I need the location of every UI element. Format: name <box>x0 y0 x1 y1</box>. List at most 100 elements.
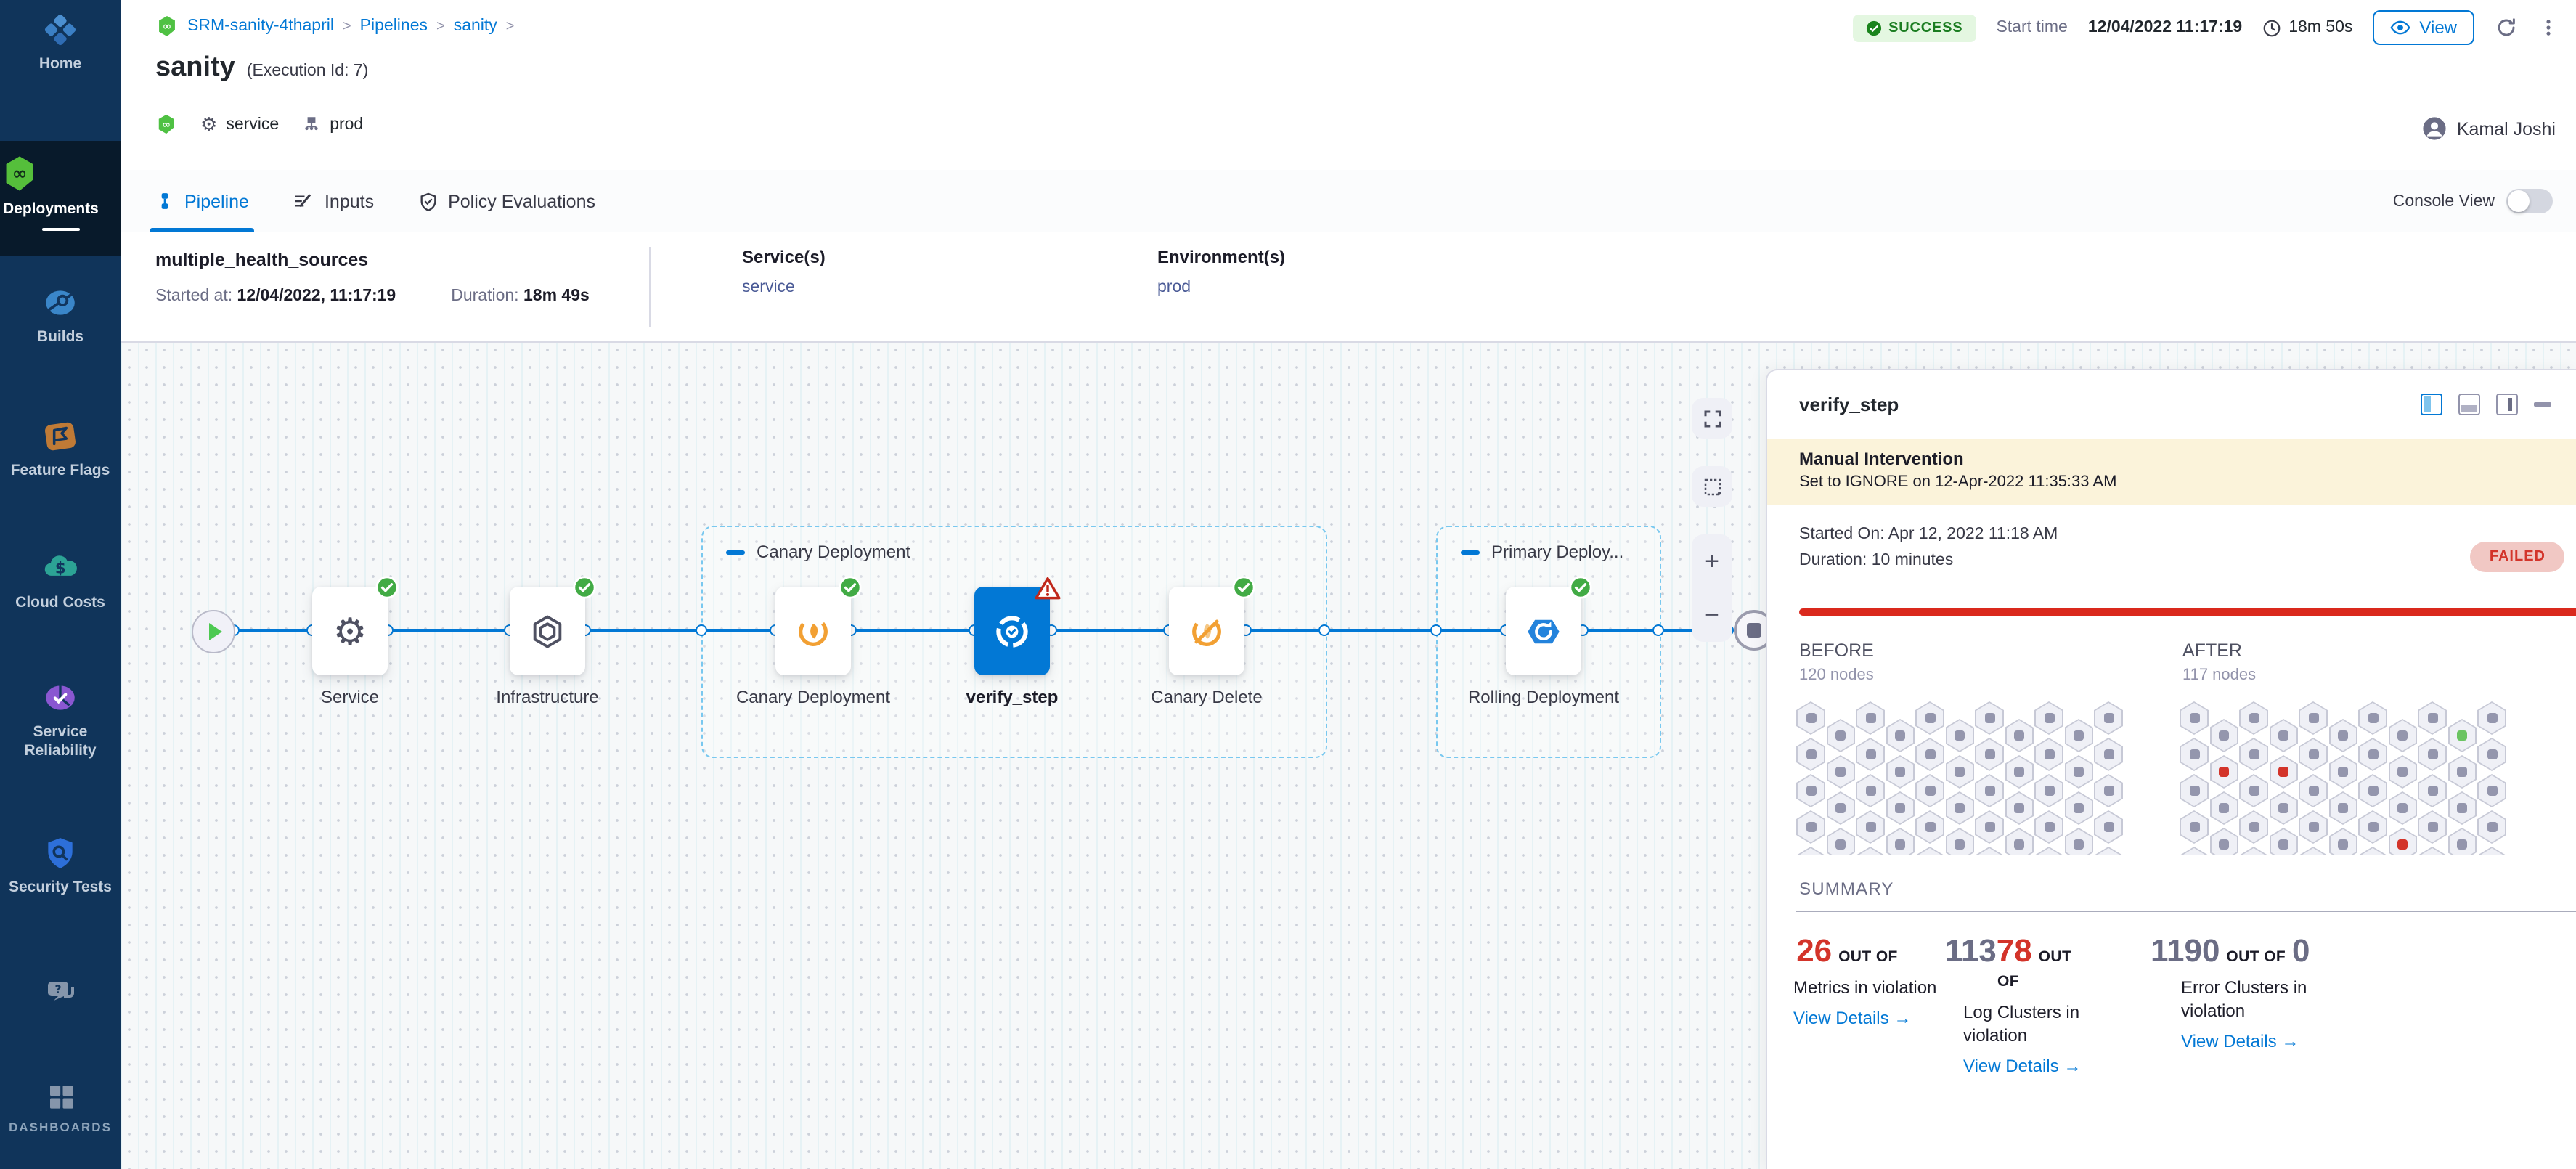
sidebar-item-label: Feature Flags <box>10 462 110 479</box>
node-verify-step[interactable]: verify_step <box>966 577 1061 707</box>
avatar <box>2422 116 2447 141</box>
zoom-out-button[interactable]: − <box>1705 600 1719 628</box>
breadcrumb-pipeline-name[interactable]: sanity <box>453 17 497 35</box>
banner-title: Manual Intervention <box>1799 449 1964 469</box>
environment-tag-label: prod <box>330 115 364 133</box>
infrastructure-icon <box>533 614 562 648</box>
sidebar-item-label: Builds <box>36 328 84 346</box>
breadcrumb-separator: > <box>342 18 351 34</box>
node-rolling-deployment[interactable]: Rolling Deployment <box>1468 576 1619 707</box>
minimize-icon[interactable] <box>2534 402 2551 407</box>
layout-split-view-icon[interactable] <box>2421 394 2442 415</box>
success-badge-icon <box>1568 575 1593 600</box>
selection-box-icon <box>1703 478 1721 495</box>
sidebar-item-label: Security Tests <box>8 879 112 896</box>
tab-policy-evaluations[interactable]: Policy Evaluations <box>417 170 595 232</box>
sidebar-item-dashboards[interactable]: DASHBOARDS <box>0 1082 121 1134</box>
elapsed-time-label: 18m 50s <box>2288 19 2353 36</box>
marquee-select-button[interactable] <box>1692 466 1732 507</box>
arrow-icon: → <box>2281 1031 2299 1051</box>
sidebar-item-home[interactable]: Home <box>0 12 121 74</box>
log-clusters-card-label: Log Clusters in violation <box>1963 1002 2080 1046</box>
sidebar-item-service-reliability[interactable]: Service Reliability <box>0 680 121 761</box>
breadcrumb-pipelines[interactable]: Pipelines <box>359 17 428 35</box>
refresh-icon[interactable] <box>2495 16 2518 39</box>
service-tag[interactable]: ⚙ service <box>200 115 279 134</box>
tab-policy-label: Policy Evaluations <box>448 191 595 211</box>
sidebar-nav: Home ∞ Deployments Builds Feature Flags … <box>0 0 121 1169</box>
duration-value: 18m 49s <box>523 288 590 305</box>
sidebar-item-cloud-costs[interactable]: $ Cloud Costs <box>0 549 121 613</box>
layout-right-view-icon[interactable] <box>2496 394 2518 415</box>
console-view-label: Console View <box>2392 192 2495 210</box>
breadcrumb-project[interactable]: SRM-sanity-4thapril <box>187 17 334 35</box>
tab-inputs-label: Inputs <box>324 191 375 211</box>
log-clusters-violation-count: 78 <box>1996 932 2032 969</box>
environment-link[interactable]: prod <box>1157 279 1191 296</box>
sidebar-item-deployments[interactable]: ∞ Deployments <box>0 141 121 256</box>
builds-icon <box>0 285 121 321</box>
gear-icon: ⚙ <box>200 113 218 135</box>
metrics-violation-count: 26 <box>1796 932 1833 969</box>
sidebar-item-builds[interactable]: Builds <box>0 285 121 347</box>
log-clusters-view-details-link[interactable]: View Details → <box>1963 1056 2082 1076</box>
node-canary-delete[interactable]: Canary Delete <box>1151 576 1263 707</box>
error-clusters-count: 1190 <box>2151 932 2220 969</box>
node-service[interactable]: ⚙ Service <box>312 576 399 707</box>
out-of-label: OUT OF <box>1838 948 1898 966</box>
collapse-group-icon[interactable] <box>1461 550 1480 554</box>
stage-name: multiple_health_sources <box>155 250 369 270</box>
step-meta: Started On: Apr 12, 2022 11:18 AM Durati… <box>1799 521 2058 574</box>
pipeline-canvas[interactable]: Canary Deployment Primary Deploy... ⚙ Se… <box>121 341 2576 1169</box>
node-label: Canary Deployment <box>735 687 891 707</box>
sidebar-item-label: Service Reliability <box>24 723 97 759</box>
service-tag-label: service <box>226 115 280 133</box>
sidebar-item-feature-flags[interactable]: Feature Flags <box>0 418 121 481</box>
metrics-card-label: Metrics in violation <box>1793 977 1937 998</box>
group-label: Canary Deployment <box>726 542 910 562</box>
out-of-label: OUT OF <box>2226 948 2286 966</box>
user-name: Kamal Joshi <box>2456 118 2556 139</box>
log-clusters-summary-card: 11378 OUT OF Log Clusters in violation V… <box>1937 932 2126 1076</box>
failure-progress-bar <box>1799 608 2576 616</box>
failed-badge: FAILED <box>2470 542 2564 572</box>
start-node[interactable] <box>192 610 235 653</box>
stop-icon <box>1747 623 1761 638</box>
after-node-grid <box>2180 701 2516 855</box>
environment-icon <box>302 115 321 134</box>
manual-intervention-banner: Manual Intervention Set to IGNORE on 12-… <box>1767 439 2576 505</box>
node-infrastructure[interactable]: Infrastructure <box>496 576 599 707</box>
success-badge-icon <box>1231 575 1256 600</box>
sidebar-item-help[interactable]: ? <box>0 976 121 1011</box>
tab-inputs[interactable]: Inputs <box>293 170 374 232</box>
fit-to-screen-button[interactable] <box>1692 398 1732 439</box>
collapse-group-icon[interactable] <box>726 550 745 554</box>
node-label: verify_step <box>966 687 1059 707</box>
user-row: Kamal Joshi <box>2422 116 2556 141</box>
clock-icon <box>2263 19 2281 36</box>
feature-flags-icon <box>0 418 121 455</box>
shield-check-icon <box>420 192 436 211</box>
more-menu-icon[interactable] <box>2538 16 2559 39</box>
divider <box>649 247 651 327</box>
environments-label: Environment(s) <box>1157 247 1286 267</box>
error-clusters-view-details-link[interactable]: View Details → <box>2181 1031 2299 1051</box>
svg-text:∞: ∞ <box>162 119 170 131</box>
node-label: Infrastructure <box>496 687 599 707</box>
tabs-bar: Pipeline Inputs Policy Evaluations Conso… <box>121 170 2576 234</box>
view-button[interactable]: View <box>2373 10 2474 45</box>
node-canary-deployment[interactable]: Canary Deployment <box>736 576 890 707</box>
log-clusters-total: 113 <box>1944 932 1997 969</box>
metrics-view-details-link[interactable]: View Details → <box>1793 1008 1912 1028</box>
node-label: Service <box>320 687 379 707</box>
rolling-deployment-icon <box>1528 619 1560 643</box>
environment-tag[interactable]: prod <box>302 115 363 134</box>
console-view-toggle[interactable] <box>2506 189 2553 213</box>
breadcrumb: ∞ SRM-sanity-4thapril > Pipelines > sani… <box>155 15 514 38</box>
sidebar-item-security-tests[interactable]: Security Tests <box>0 835 121 897</box>
tab-pipeline[interactable]: Pipeline <box>149 170 256 232</box>
layout-bottom-view-icon[interactable] <box>2458 394 2480 415</box>
svg-text:∞: ∞ <box>163 20 171 33</box>
service-link[interactable]: service <box>742 279 795 296</box>
zoom-in-button[interactable]: + <box>1705 547 1719 574</box>
